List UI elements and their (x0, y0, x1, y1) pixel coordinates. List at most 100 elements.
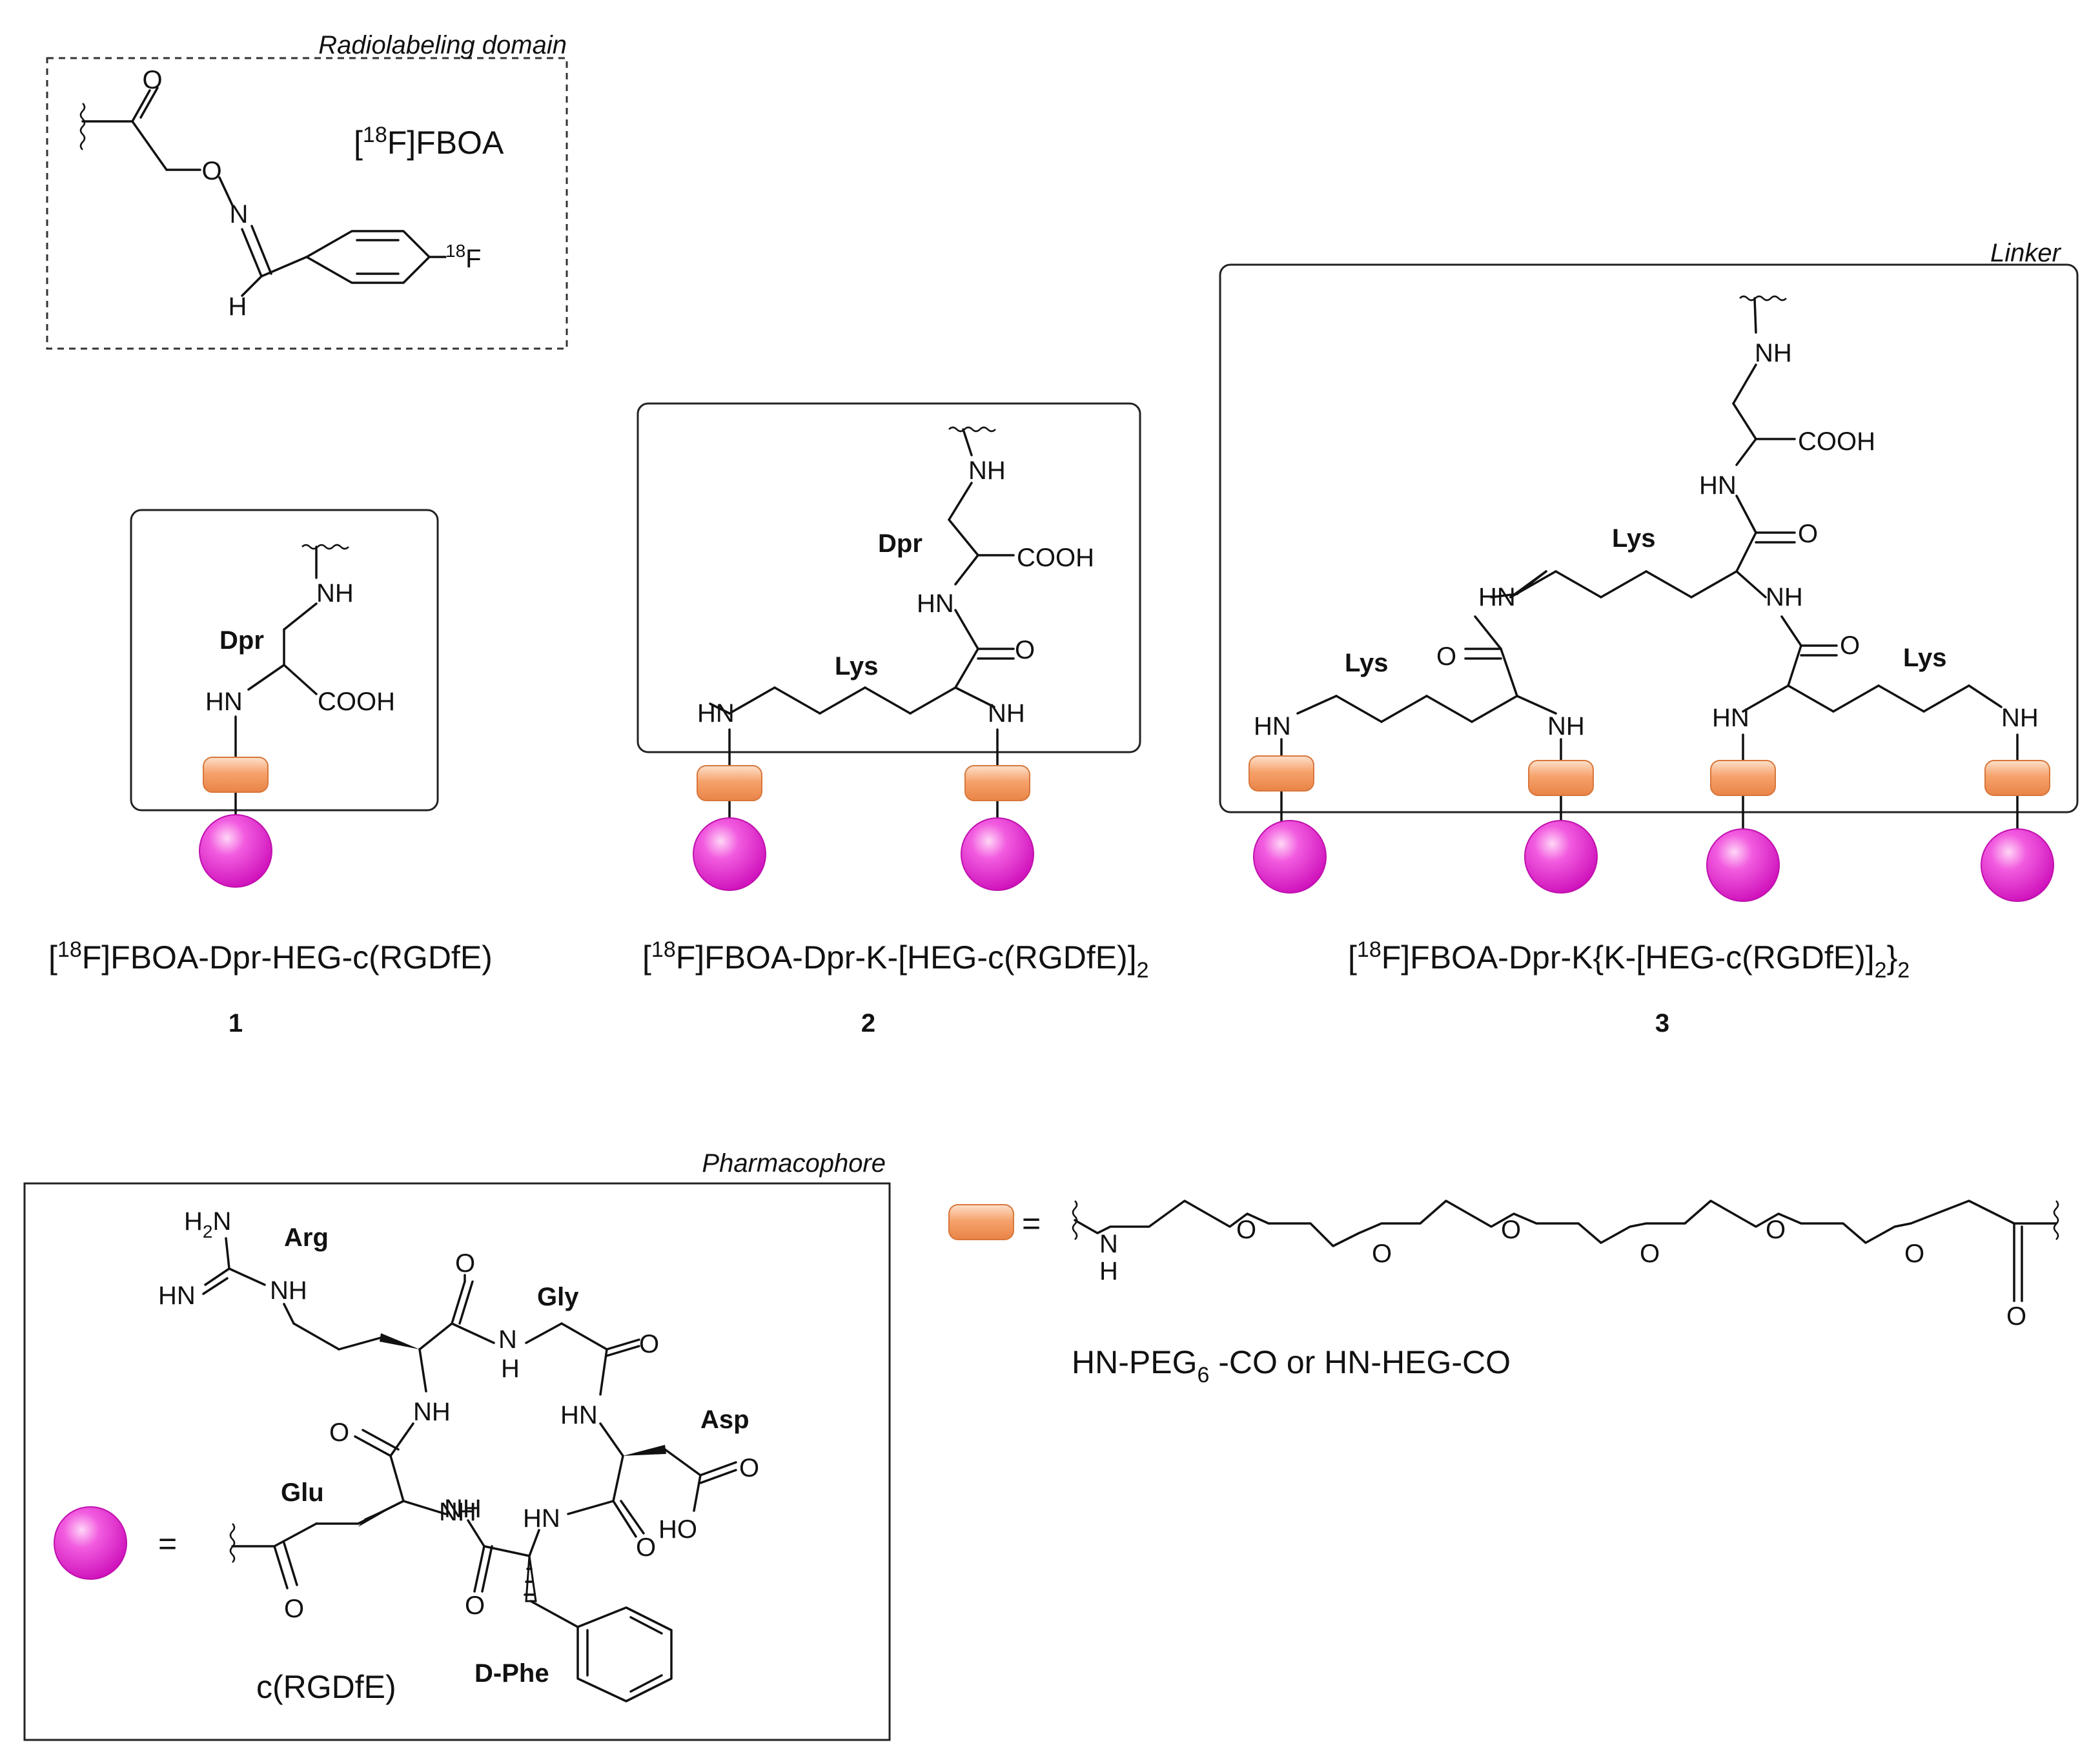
compound-2-amine: NH (968, 456, 1006, 485)
gly-label: Gly (537, 1283, 579, 1311)
compound-3-pharmacophore-sphere-2 (1524, 820, 1598, 894)
asp-carbonyl-oxygen: O (636, 1533, 656, 1562)
compound-3-carboxyl: COOH (1798, 427, 1875, 456)
asp-hydroxyl: HO (658, 1515, 697, 1544)
compound-3-number: 3 (1655, 1009, 1669, 1037)
compound-1-number: 1 (229, 1009, 243, 1037)
dphe-label: D-Phe (474, 1659, 549, 1688)
radiolabeling-domain: Radiolabeling domain O O N H 18F [18F]FB… (46, 31, 568, 350)
compound-2-attachment-wavy (948, 426, 996, 433)
peg-amine-h: H (1099, 1257, 1118, 1285)
cyclic-peptide-label: c(RGDfE) (256, 1669, 396, 1705)
glu-carbonyl-oxygen: O (329, 1418, 349, 1447)
arg-amide-nh: NH (413, 1398, 451, 1426)
compound-3-center-epsilon-nh: HN (1478, 583, 1516, 611)
dphe-amide-nh: HN (523, 1504, 560, 1533)
compound-1: NH Dpr HN COOH [18F]FBOA-Dpr-HEG-c(RGDfE… (48, 509, 493, 1037)
peg-chain-bonds (1074, 1200, 2057, 1247)
fboa-oxime-nitrogen: N (230, 200, 249, 229)
glu-amide-nh: NH (444, 1495, 482, 1523)
compound-3-peg-spacer-2 (1528, 760, 1594, 796)
compound-1-amide-nh: HN (205, 688, 243, 716)
linker-domain-title: Linker (1990, 239, 2062, 267)
pharmacophore-equals: = (158, 1526, 177, 1562)
compound-1-pharmacophore-sphere (199, 814, 272, 888)
compound-3-left-alpha-nh: NH (1547, 712, 1585, 741)
compound-1-dpr-label: Dpr (219, 626, 264, 655)
peg-ether-oxygen-5: O (1766, 1216, 1786, 1244)
compound-3-attachment-wavy (1739, 295, 1787, 302)
gly-amide-nh: N (498, 1325, 517, 1354)
compound-3-carbonyl-oxygen-right: O (1840, 631, 1860, 660)
arg-imine-hn: HN (158, 1282, 196, 1310)
asp-label: Asp (700, 1405, 749, 1434)
glu-label: Glu (281, 1478, 324, 1507)
compound-3-amine: NH (1755, 339, 1792, 367)
compound-2-carboxyl: COOH (1017, 544, 1094, 572)
fboa-label: [18F]FBOA (354, 123, 504, 161)
compound-3-center-alpha-nh: NH (1766, 583, 1803, 611)
fboa-fluorine-18: 18F (445, 241, 482, 273)
compound-3-linker-box (1219, 263, 2079, 813)
peg-ether-oxygen-1: O (1236, 1216, 1256, 1244)
radiolabeling-domain-box (46, 57, 568, 350)
compound-2: NH Dpr COOH HN O Lys HN NH [18F]FBOA-Dpr… (637, 402, 1149, 1037)
pharmacophore-domain-title: Pharmacophore (702, 1149, 886, 1178)
cyclic-peptide-bonds (231, 1274, 737, 1702)
asp-amide-nh: HN (560, 1401, 598, 1429)
compound-2-epsilon-nh: HN (697, 699, 735, 728)
compound-2-dpr-amide-nh: HN (917, 589, 954, 618)
compound-1-carboxyl: COOH (318, 688, 395, 716)
peg-caption: HN-PEG6 -CO or HN-HEG-CO (1072, 1344, 1511, 1387)
compound-3-peg-spacer-1 (1249, 755, 1314, 792)
arg-label: Arg (284, 1223, 329, 1252)
pharmacophore-panel: Pharmacophore = (23, 1149, 891, 1741)
compound-1-bonds (234, 546, 318, 852)
guanidine-bonds (202, 1237, 285, 1305)
peg-ether-oxygen-6: O (1904, 1240, 1924, 1268)
fboa-imine-hydrogen: H (229, 292, 247, 321)
asp-carboxyl-oxygen: O (739, 1454, 759, 1482)
glu-alpha-nh: NH (439, 1498, 476, 1526)
compound-3-lys-label-left: Lys (1345, 649, 1388, 677)
peg-carbonyl-oxygen: O (2006, 1302, 2026, 1331)
compound-2-pharmacophore-sphere-right (961, 817, 1034, 891)
pharmacophore-wavy-bond (229, 1523, 236, 1563)
compound-3-peg-spacer-4 (1984, 760, 2050, 796)
glu-side-chain-oxygen: O (284, 1595, 304, 1623)
compound-2-peg-spacer-right (964, 765, 1030, 801)
peg-spacer-legend: = N H O O O O O O O HN-PEG6 -CO or HN-HE… (948, 1200, 2059, 1387)
arg-carbonyl-oxygen: O (455, 1249, 475, 1278)
arg-guanidine-nh: NH (270, 1276, 307, 1305)
fboa-ether-oxygen: O (201, 157, 221, 185)
peg-ether-oxygen-2: O (1372, 1240, 1392, 1268)
compound-3-right-alpha-nh: HN (1712, 704, 1749, 732)
compound-3-carbonyl-oxygen-top: O (1798, 520, 1818, 548)
peg-amine-n: N (1099, 1230, 1118, 1258)
compound-2-peg-spacer-left (697, 765, 762, 801)
compound-2-alpha-nh: NH (988, 699, 1025, 728)
compound-2-pharmacophore-sphere-left (693, 817, 766, 891)
peg-ether-oxygen-3: O (1501, 1216, 1521, 1244)
arg-h2n: H2N (184, 1207, 231, 1242)
peg-right-wavy-bond (2053, 1200, 2059, 1240)
fboa-skeleton (81, 87, 447, 297)
peg-legend-equals: = (1022, 1205, 1041, 1242)
compound-3: Linker (1219, 239, 2079, 1037)
compound-3-dpr-amide-nh: HN (1699, 471, 1737, 500)
compound-3-bonds (1280, 297, 2019, 866)
compound-1-attachment-wavy (301, 544, 349, 550)
compound-3-lys-label-center: Lys (1612, 524, 1655, 553)
attachment-wavy-bond (79, 103, 86, 150)
compound-2-bonds (709, 428, 1015, 855)
gly-amide-h: H (501, 1354, 520, 1383)
compound-3-pharmacophore-sphere-1 (1253, 820, 1327, 894)
compound-1-name: [18F]FBOA-Dpr-HEG-c(RGDfE) (48, 937, 493, 976)
dphe-carbonyl-oxygen: O (465, 1591, 485, 1620)
compound-1-peg-spacer (203, 757, 269, 793)
compound-3-pharmacophore-sphere-3 (1706, 828, 1780, 902)
compound-3-pharmacophore-sphere-4 (1981, 828, 2054, 902)
compound-2-lys-label: Lys (835, 652, 878, 680)
compound-3-carbonyl-oxygen-left: O (1436, 642, 1456, 671)
